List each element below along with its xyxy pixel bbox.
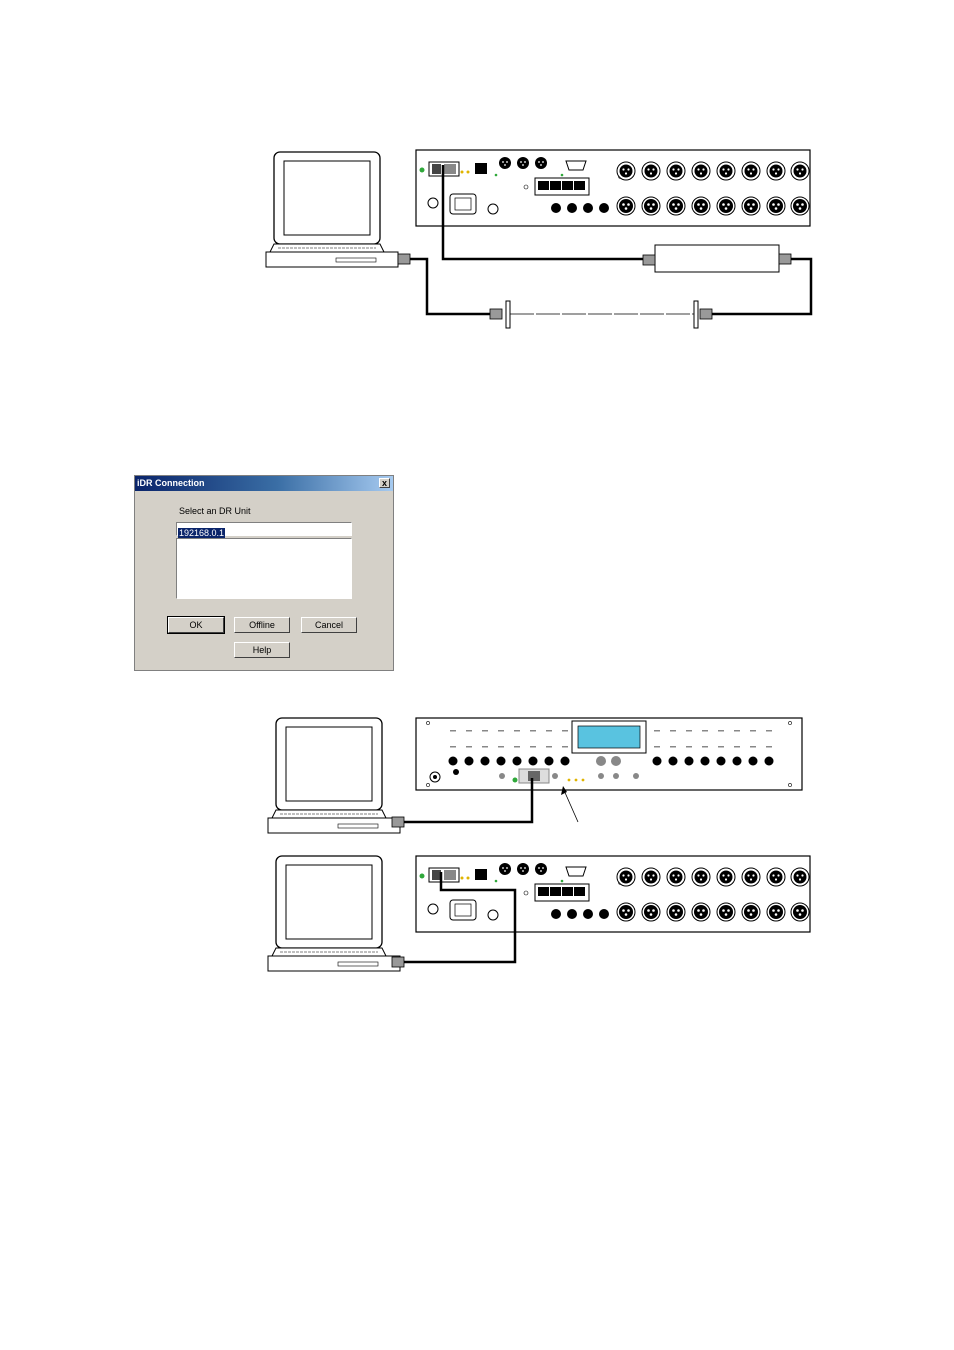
unit-ip-input[interactable]: 192168.0.1 [176,522,352,538]
laptop-icon [267,855,401,972]
network-plug-icon [642,254,656,266]
usb-cable [404,778,534,824]
front-usb-diagram [267,717,803,834]
cancel-button[interactable]: Cancel [301,617,357,633]
laptop-icon [267,717,401,834]
select-unit-label: Select an DR Unit [179,506,251,516]
wall-plate-icon [693,300,699,329]
usb-plug-icon [391,956,405,968]
close-icon[interactable]: x [379,478,390,488]
ok-button[interactable]: OK [167,616,225,634]
help-button[interactable]: Help [234,642,290,658]
network-cable [410,257,490,316]
network-cable [441,165,643,261]
idr-rear-panel [416,856,810,932]
dialog-titlebar: iDR Connection x [135,476,393,491]
usb-cable [404,872,517,964]
idr-connection-dialog: iDR Connection x Select an DR Unit 19216… [134,475,394,671]
rear-usb-diagram [267,855,810,972]
wall-plug-icon [489,308,503,320]
network-connection-diagram [265,150,813,329]
pointer-line [562,787,579,823]
laptop-plug-icon [397,253,411,265]
offline-button[interactable]: Offline [234,617,290,633]
network-plug-icon [778,253,792,265]
dialog-title: iDR Connection [137,478,205,488]
idr-front-panel [415,717,803,791]
arrow-icon [561,786,567,795]
laptop-icon [265,151,399,268]
wall-plug-icon [699,308,713,320]
network-cable [712,257,813,316]
network-switch-box [654,244,780,273]
unit-list[interactable] [176,538,352,599]
wall-plate-icon [505,300,511,329]
usb-plug-icon [391,816,405,828]
unit-ip-value: 192168.0.1 [178,528,226,538]
idr-rear-panel [416,150,810,226]
